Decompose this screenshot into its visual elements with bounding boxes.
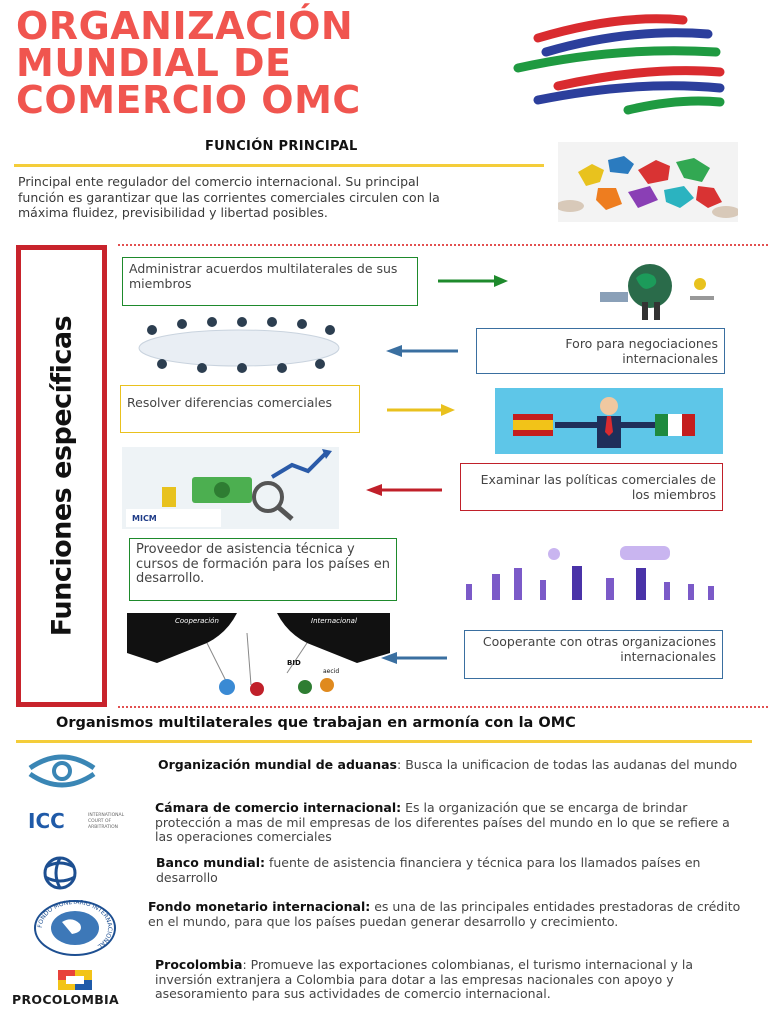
arrow-right-green (438, 275, 508, 287)
world-bank-logo (43, 856, 77, 890)
arrow-left-blue-2 (381, 652, 447, 664)
title-line-3: COMERCIO OMC (16, 78, 361, 122)
funciones-especificas-label: Funciones específicas (46, 315, 77, 637)
org-item-3: Banco mundial: fuente de asistencia fina… (156, 855, 716, 885)
arrow-left-blue (386, 345, 458, 357)
org-name: Cámara de comercio internacional: (155, 800, 402, 815)
imf-logo: FONDO MONETARIO INTERNACIONAL (34, 900, 116, 956)
org-name: Organización mundial de aduanas (158, 757, 397, 772)
org-name: Procolombia (155, 957, 243, 972)
function-box-2: Foro para negociaciones internacionales (476, 328, 725, 374)
function-box-6: Cooperante con otras organizaciones inte… (464, 630, 723, 679)
arrow-left-red (366, 484, 442, 496)
dotted-divider-bottom (118, 706, 768, 708)
world-puzzle-image (558, 142, 738, 222)
arrow-right-yellow (387, 404, 455, 416)
coop-left-label: Cooperación (175, 617, 219, 625)
org-desc: Promueve las exportaciones colombianas, … (155, 957, 694, 1001)
icc-logo-text: ICC (28, 809, 65, 833)
organismos-title: Organismos multilaterales que trabajan e… (56, 715, 576, 731)
org-desc: fuente de asistencia financiera y técnic… (156, 855, 701, 885)
coop-right-label: Internacional (311, 617, 357, 625)
aecid-label: aecid (323, 668, 339, 675)
org-desc: Es la organización que se encarga de bri… (155, 800, 730, 844)
svg-text:INTERNATIONAL: INTERNATIONAL (88, 812, 125, 818)
svg-text:ARBITRATION: ARBITRATION (88, 824, 118, 830)
procolombia-icon (58, 970, 92, 990)
procolombia-wordmark: PROCOLOMBIA (12, 992, 119, 1007)
principal-title: FUNCIÓN PRINCIPAL (205, 139, 358, 154)
org-item-5: Procolombia: Promueve las exportaciones … (155, 957, 694, 1001)
icc-logo: ICC INTERNATIONAL COURT OF ARBITRATION (28, 809, 125, 833)
page-title: ORGANIZACIÓN MUNDIAL DE COMERCIO OMC (16, 4, 516, 122)
function-box-5: Proveedor de asistencia técnica y cursos… (129, 538, 397, 601)
org-item-1: Organización mundial de aduanas: Busca l… (158, 757, 738, 772)
wco-logo (28, 754, 96, 788)
policy-analysis-image: MICM (122, 447, 339, 529)
org-item-4: Fondo monetario internacional: es una de… (148, 899, 748, 929)
globe-trade-image (590, 258, 730, 322)
dotted-divider-top (118, 244, 768, 246)
svg-text:COURT OF: COURT OF (88, 818, 111, 824)
function-box-4: Examinar las políticas comerciales de lo… (460, 463, 723, 511)
bid-label: BID (287, 659, 301, 667)
wto-logo (513, 14, 725, 115)
funciones-especificas-frame: Funciones específicas (16, 245, 107, 707)
title-line-1: ORGANIZACIÓN (16, 4, 354, 48)
raised-hands-image (456, 538, 728, 604)
org-desc: Busca la unificacion de todas las audana… (401, 757, 738, 772)
org-name: Banco mundial: (156, 855, 265, 870)
title-line-2: MUNDIAL DE (16, 41, 292, 85)
cooperation-hands-image: Cooperación Internacional BID aecid (127, 613, 390, 699)
divider (14, 164, 544, 167)
org-name: Fondo monetario internacional: (148, 899, 371, 914)
divider-2 (16, 740, 752, 743)
meeting-round-table-image (122, 316, 357, 374)
org-item-2: Cámara de comercio internacional: Es la … (155, 800, 750, 845)
trade-dispute-image (495, 388, 723, 454)
principal-text: Principal ente regulador del comercio in… (18, 174, 440, 220)
function-box-3: Resolver diferencias comerciales (120, 385, 360, 433)
micm-label: MICM (132, 514, 157, 523)
org-desc: es una de las principales entidades pres… (148, 899, 741, 929)
function-box-1: Administrar acuerdos multilaterales de s… (122, 257, 418, 306)
